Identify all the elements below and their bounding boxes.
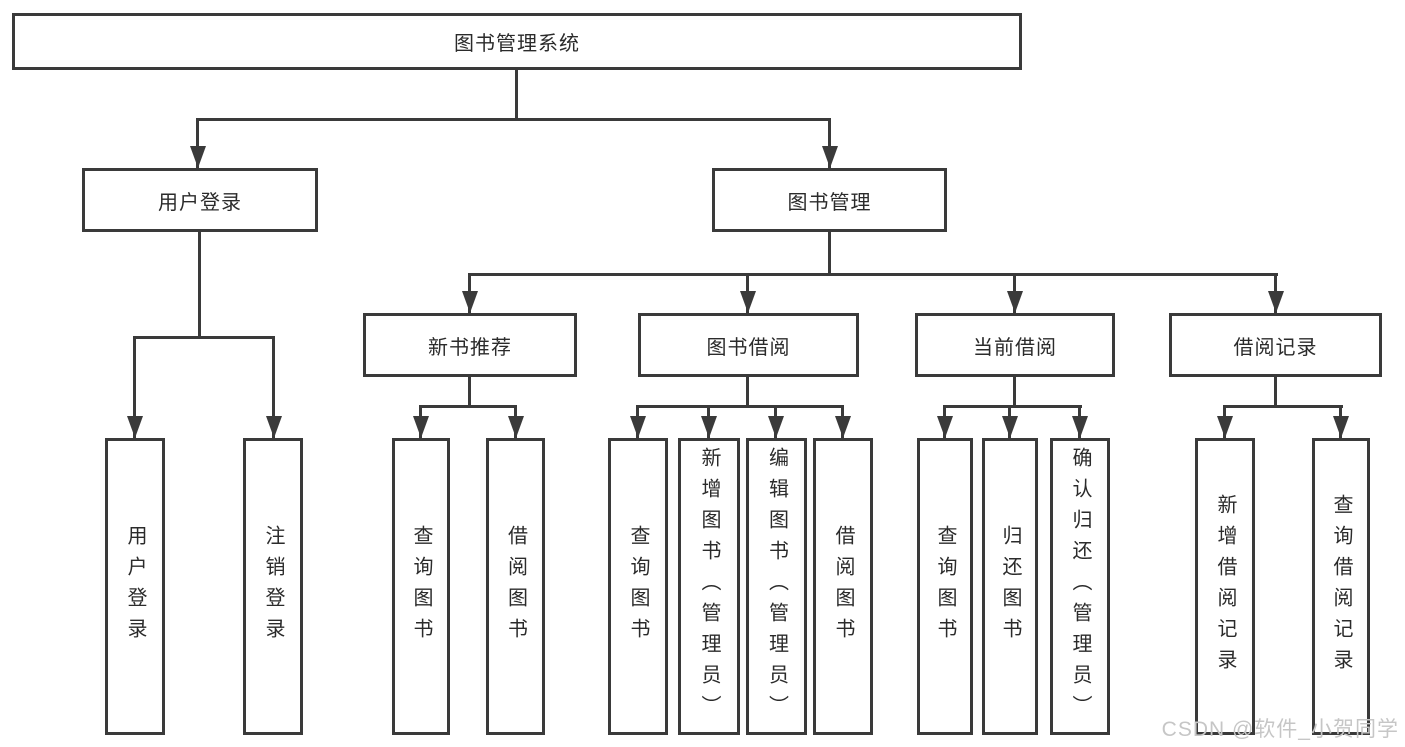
arrow-to-cb-confirm bbox=[1071, 405, 1088, 438]
connector-bb-stem bbox=[746, 377, 749, 408]
leaf-bb-borrow: 借阅图书 bbox=[813, 438, 873, 735]
csdn-watermark: CSDN @软件_小贺同学 bbox=[1161, 718, 1399, 741]
node-book-borrow: 图书借阅 bbox=[638, 313, 859, 377]
arrow-to-br-query bbox=[1332, 405, 1349, 438]
arrow-to-borrow-record bbox=[1267, 273, 1284, 313]
leaf-br-add: 新增借阅记录 bbox=[1195, 438, 1255, 735]
connector-user-login-branch bbox=[133, 336, 275, 339]
arrow-to-rec-borrow bbox=[507, 405, 524, 438]
arrow-to-rec-query bbox=[412, 405, 429, 438]
arrow-to-logout bbox=[265, 336, 282, 438]
leaf-cb-return: 归还图书 bbox=[982, 438, 1038, 735]
leaf-login: 用户登录 bbox=[105, 438, 165, 735]
leaf-bb-query: 查询图书 bbox=[608, 438, 668, 735]
node-root: 图书管理系统 bbox=[12, 13, 1022, 70]
connector-root-stem bbox=[515, 70, 518, 118]
arrow-to-book-mgmt bbox=[821, 118, 838, 168]
connector-rec-stem bbox=[468, 377, 471, 408]
connector-level2-branch bbox=[468, 273, 1278, 276]
leaf-br-query: 查询借阅记录 bbox=[1312, 438, 1370, 735]
leaf-logout: 注销登录 bbox=[243, 438, 303, 735]
node-user-login: 用户登录 bbox=[82, 168, 318, 232]
arrow-to-current-borrow bbox=[1006, 273, 1023, 313]
connector-level1-branch bbox=[196, 118, 831, 121]
leaf-rec-borrow: 借阅图书 bbox=[486, 438, 545, 735]
connector-book-mgmt-stem bbox=[828, 232, 831, 273]
arrow-to-bb-add bbox=[700, 405, 717, 438]
leaf-bb-edit: 编辑图书（管理员） bbox=[746, 438, 807, 735]
node-book-mgmt: 图书管理 bbox=[712, 168, 947, 232]
leaf-bb-add: 新增图书（管理员） bbox=[678, 438, 740, 735]
arrow-to-book-borrow bbox=[739, 273, 756, 313]
arrow-to-bb-borrow bbox=[834, 405, 851, 438]
arrow-to-bb-query bbox=[629, 405, 646, 438]
connector-bb-branch bbox=[636, 405, 844, 408]
connector-cb-stem bbox=[1013, 377, 1016, 408]
leaf-rec-query: 查询图书 bbox=[392, 438, 450, 735]
arrow-to-br-add bbox=[1216, 405, 1233, 438]
leaf-cb-confirm: 确认归还（管理员） bbox=[1050, 438, 1110, 735]
node-new-book-rec: 新书推荐 bbox=[363, 313, 577, 377]
connector-cb-branch bbox=[943, 405, 1082, 408]
connector-rec-branch bbox=[419, 405, 517, 408]
connector-br-stem bbox=[1274, 377, 1277, 408]
arrow-to-cb-return bbox=[1001, 405, 1018, 438]
arrow-to-new-book-rec bbox=[461, 273, 478, 313]
leaf-cb-query: 查询图书 bbox=[917, 438, 973, 735]
connector-br-branch bbox=[1223, 405, 1343, 408]
arrow-to-cb-query bbox=[936, 405, 953, 438]
arrow-to-user-login bbox=[189, 118, 206, 168]
connector-user-login-stem bbox=[198, 232, 201, 336]
arrow-to-login bbox=[126, 336, 143, 438]
arrow-to-bb-edit bbox=[767, 405, 784, 438]
node-borrow-record: 借阅记录 bbox=[1169, 313, 1382, 377]
node-current-borrow: 当前借阅 bbox=[915, 313, 1115, 377]
